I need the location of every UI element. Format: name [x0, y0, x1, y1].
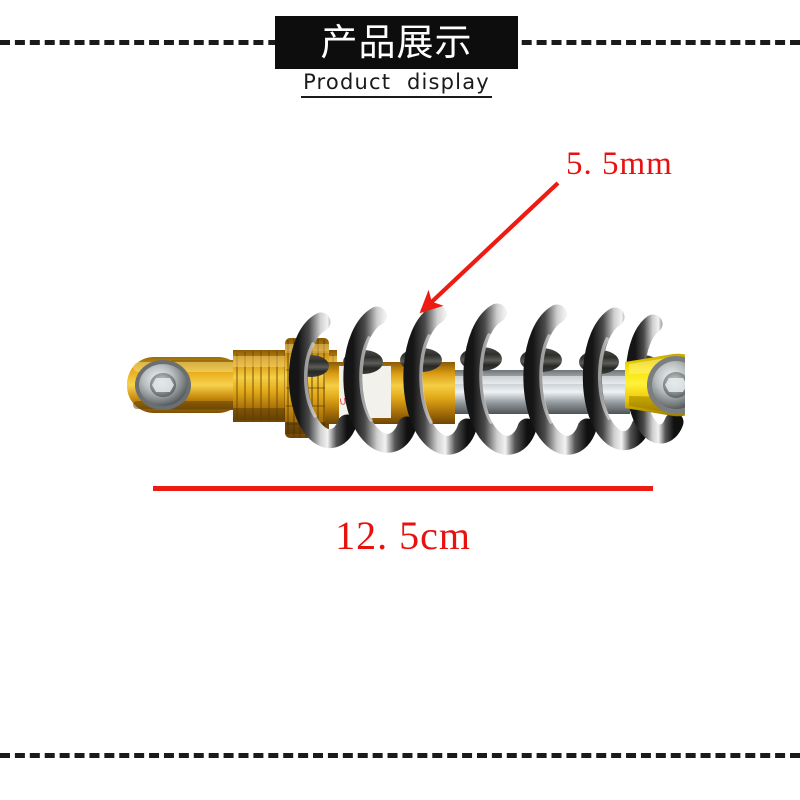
page-subtitle-en: Product display	[301, 70, 492, 98]
chrome-coil-spring	[288, 303, 684, 455]
bottom-dashed-divider	[0, 753, 800, 758]
subtitle-container: Product display	[275, 70, 518, 98]
length-measure-line	[153, 486, 653, 491]
product-image: ＋ ᵁᴴ	[125, 300, 685, 480]
length-label: 12. 5cm	[335, 513, 471, 558]
page-title-cn: 产品展示	[320, 22, 473, 63]
spring-highlights	[304, 333, 611, 424]
thickness-label: 5. 5mm	[566, 146, 673, 182]
right-yellow-arm	[625, 353, 685, 417]
callout-arrow-icon	[419, 181, 560, 314]
header-banner: 产品展示	[275, 16, 518, 69]
left-eyelet-bolt	[127, 357, 245, 413]
